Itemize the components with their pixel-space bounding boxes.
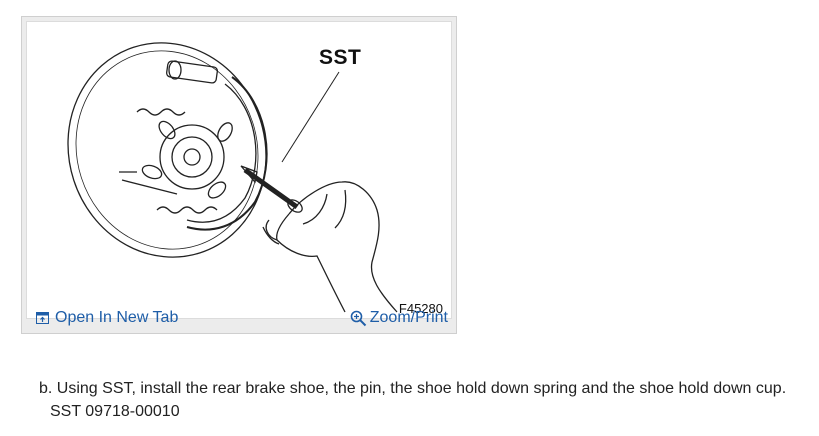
instruction-text: b. Using SST, install the rear brake sho… [39, 380, 787, 397]
open-in-new-tab-link[interactable]: Open In New Tab [36, 309, 178, 327]
tool-code: SST 09718-00010 [50, 403, 180, 420]
figure-code: F45280 [398, 301, 443, 316]
zoom-print-link[interactable]: Zoom/Print [350, 309, 448, 327]
figure-toolbar: Open In New Tab Zoom/Print [26, 305, 452, 331]
zoom-print-label: Zoom/Print [369, 309, 448, 326]
sst-callout-label: SST [319, 46, 362, 69]
magnifier-icon [350, 310, 367, 327]
figure-container: SST F45280 Open In New Tab Zoom/ [21, 16, 457, 334]
open-new-tab-icon [36, 312, 49, 324]
brake-assembly-drawing [67, 42, 398, 313]
instruction-step: b. Using SST, install the rear brake sho… [39, 377, 786, 423]
open-in-new-tab-label: Open In New Tab [55, 309, 179, 326]
brake-shoe-illustration[interactable]: SST F45280 [26, 21, 452, 319]
